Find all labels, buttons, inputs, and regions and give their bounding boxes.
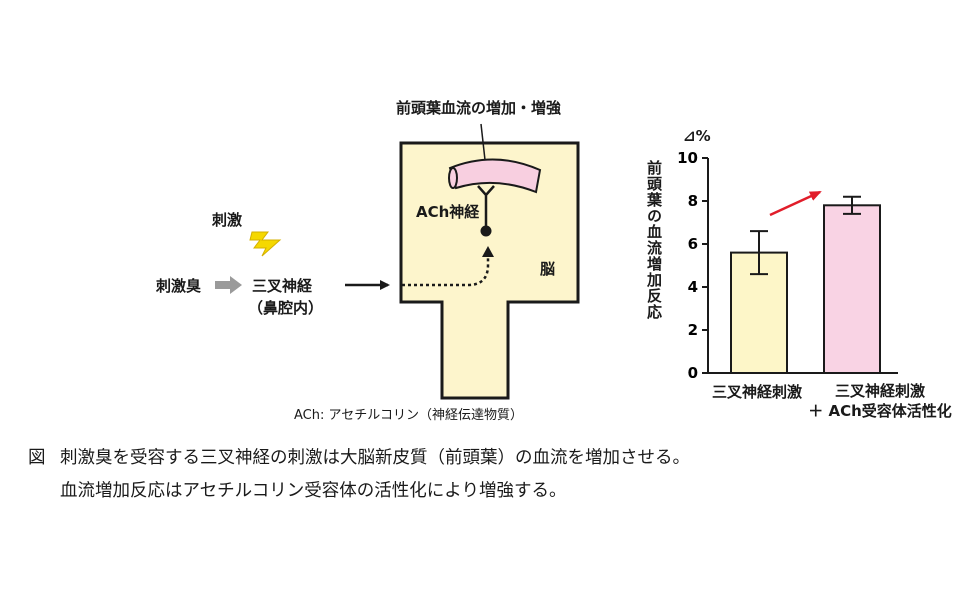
figure-caption-line1: 刺激臭を受容する三叉神経の刺激は大脳新皮質（前頭葉）の血流を増加させる。 <box>60 448 690 468</box>
brain-outline <box>399 141 580 400</box>
blood-vessel-end <box>448 167 458 189</box>
figure-caption-line2: 血流増加反応はアセチルコリン受容体の活性化により増強する。 <box>60 481 567 501</box>
blood-flow-label: 前頭葉血流の増加・増強 <box>396 99 562 117</box>
ach-neuron-label: ACh神経 <box>416 203 480 221</box>
y-tick-label: 0 <box>688 364 698 382</box>
blood-flow-pointer <box>480 123 486 161</box>
y-axis-label: 前頭葉の血流増加反応 <box>645 160 663 320</box>
brain-label: 脳 <box>540 260 556 278</box>
y-tick-label: 8 <box>688 192 698 210</box>
bar <box>823 204 881 374</box>
stimulus-label: 刺激 <box>212 211 243 229</box>
dotted-arrow-head <box>482 246 494 257</box>
nerve-location-label: （鼻腔内） <box>248 299 324 317</box>
y-unit-label: ⊿% <box>683 127 711 145</box>
ach-neuron-soma <box>480 225 492 237</box>
x-label-1: 三叉神経刺激 <box>697 381 817 402</box>
ach-neuron-terminal <box>477 185 495 228</box>
y-tick-label: 4 <box>688 278 698 296</box>
x-label-1-line: 三叉神経刺激 <box>711 383 802 401</box>
y-tick-label: 10 <box>677 149 698 167</box>
y-tick-label: 6 <box>688 235 698 253</box>
figure-caption-label: 図 <box>28 448 46 468</box>
blood-vessel-shape <box>448 158 542 194</box>
x-label-2-line1: 三叉神経刺激 <box>834 382 925 400</box>
x-label-2: 三叉神経刺激 ＋ ACh受容体活性化 <box>800 381 960 421</box>
x-label-2-line2: ＋ ACh受容体活性化 <box>808 402 952 420</box>
lightning-icon <box>249 231 282 257</box>
nerve-dotted-path <box>402 255 490 287</box>
odor-label: 刺激臭 <box>156 277 202 295</box>
y-tick-label: 2 <box>688 321 698 339</box>
increase-arrow <box>769 190 822 217</box>
odor-arrow-icon <box>215 276 242 294</box>
nerve-label: 三叉神経 <box>252 277 313 295</box>
ach-note: ACh: アセチルコリン（神経伝達物質） <box>294 408 523 423</box>
